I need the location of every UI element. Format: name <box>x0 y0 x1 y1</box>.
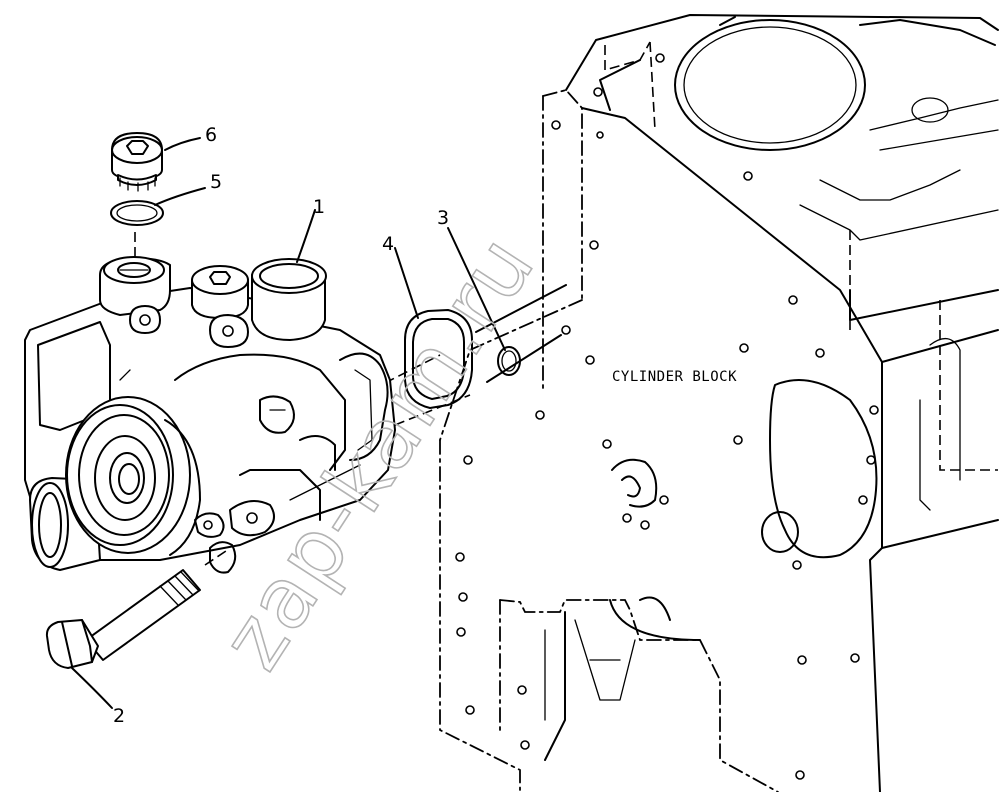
callout-4: 4 <box>382 233 394 255</box>
gasket-part-4 <box>404 309 473 409</box>
callout-6: 6 <box>205 124 217 146</box>
callout-5: 5 <box>210 171 222 193</box>
o-ring-part-3 <box>497 346 521 376</box>
seal-part-5 <box>110 200 164 226</box>
leader-lines <box>71 137 506 709</box>
callout-2: 2 <box>113 705 125 727</box>
cylinder-block <box>439 14 999 792</box>
cylinder-block-label: CYLINDER BLOCK <box>612 369 737 385</box>
plug-part-6 <box>111 132 163 192</box>
callout-1: 1 <box>313 196 325 218</box>
bolt-part-2 <box>45 569 201 669</box>
callout-3: 3 <box>437 207 449 229</box>
water-pump-part-1 <box>24 256 396 574</box>
